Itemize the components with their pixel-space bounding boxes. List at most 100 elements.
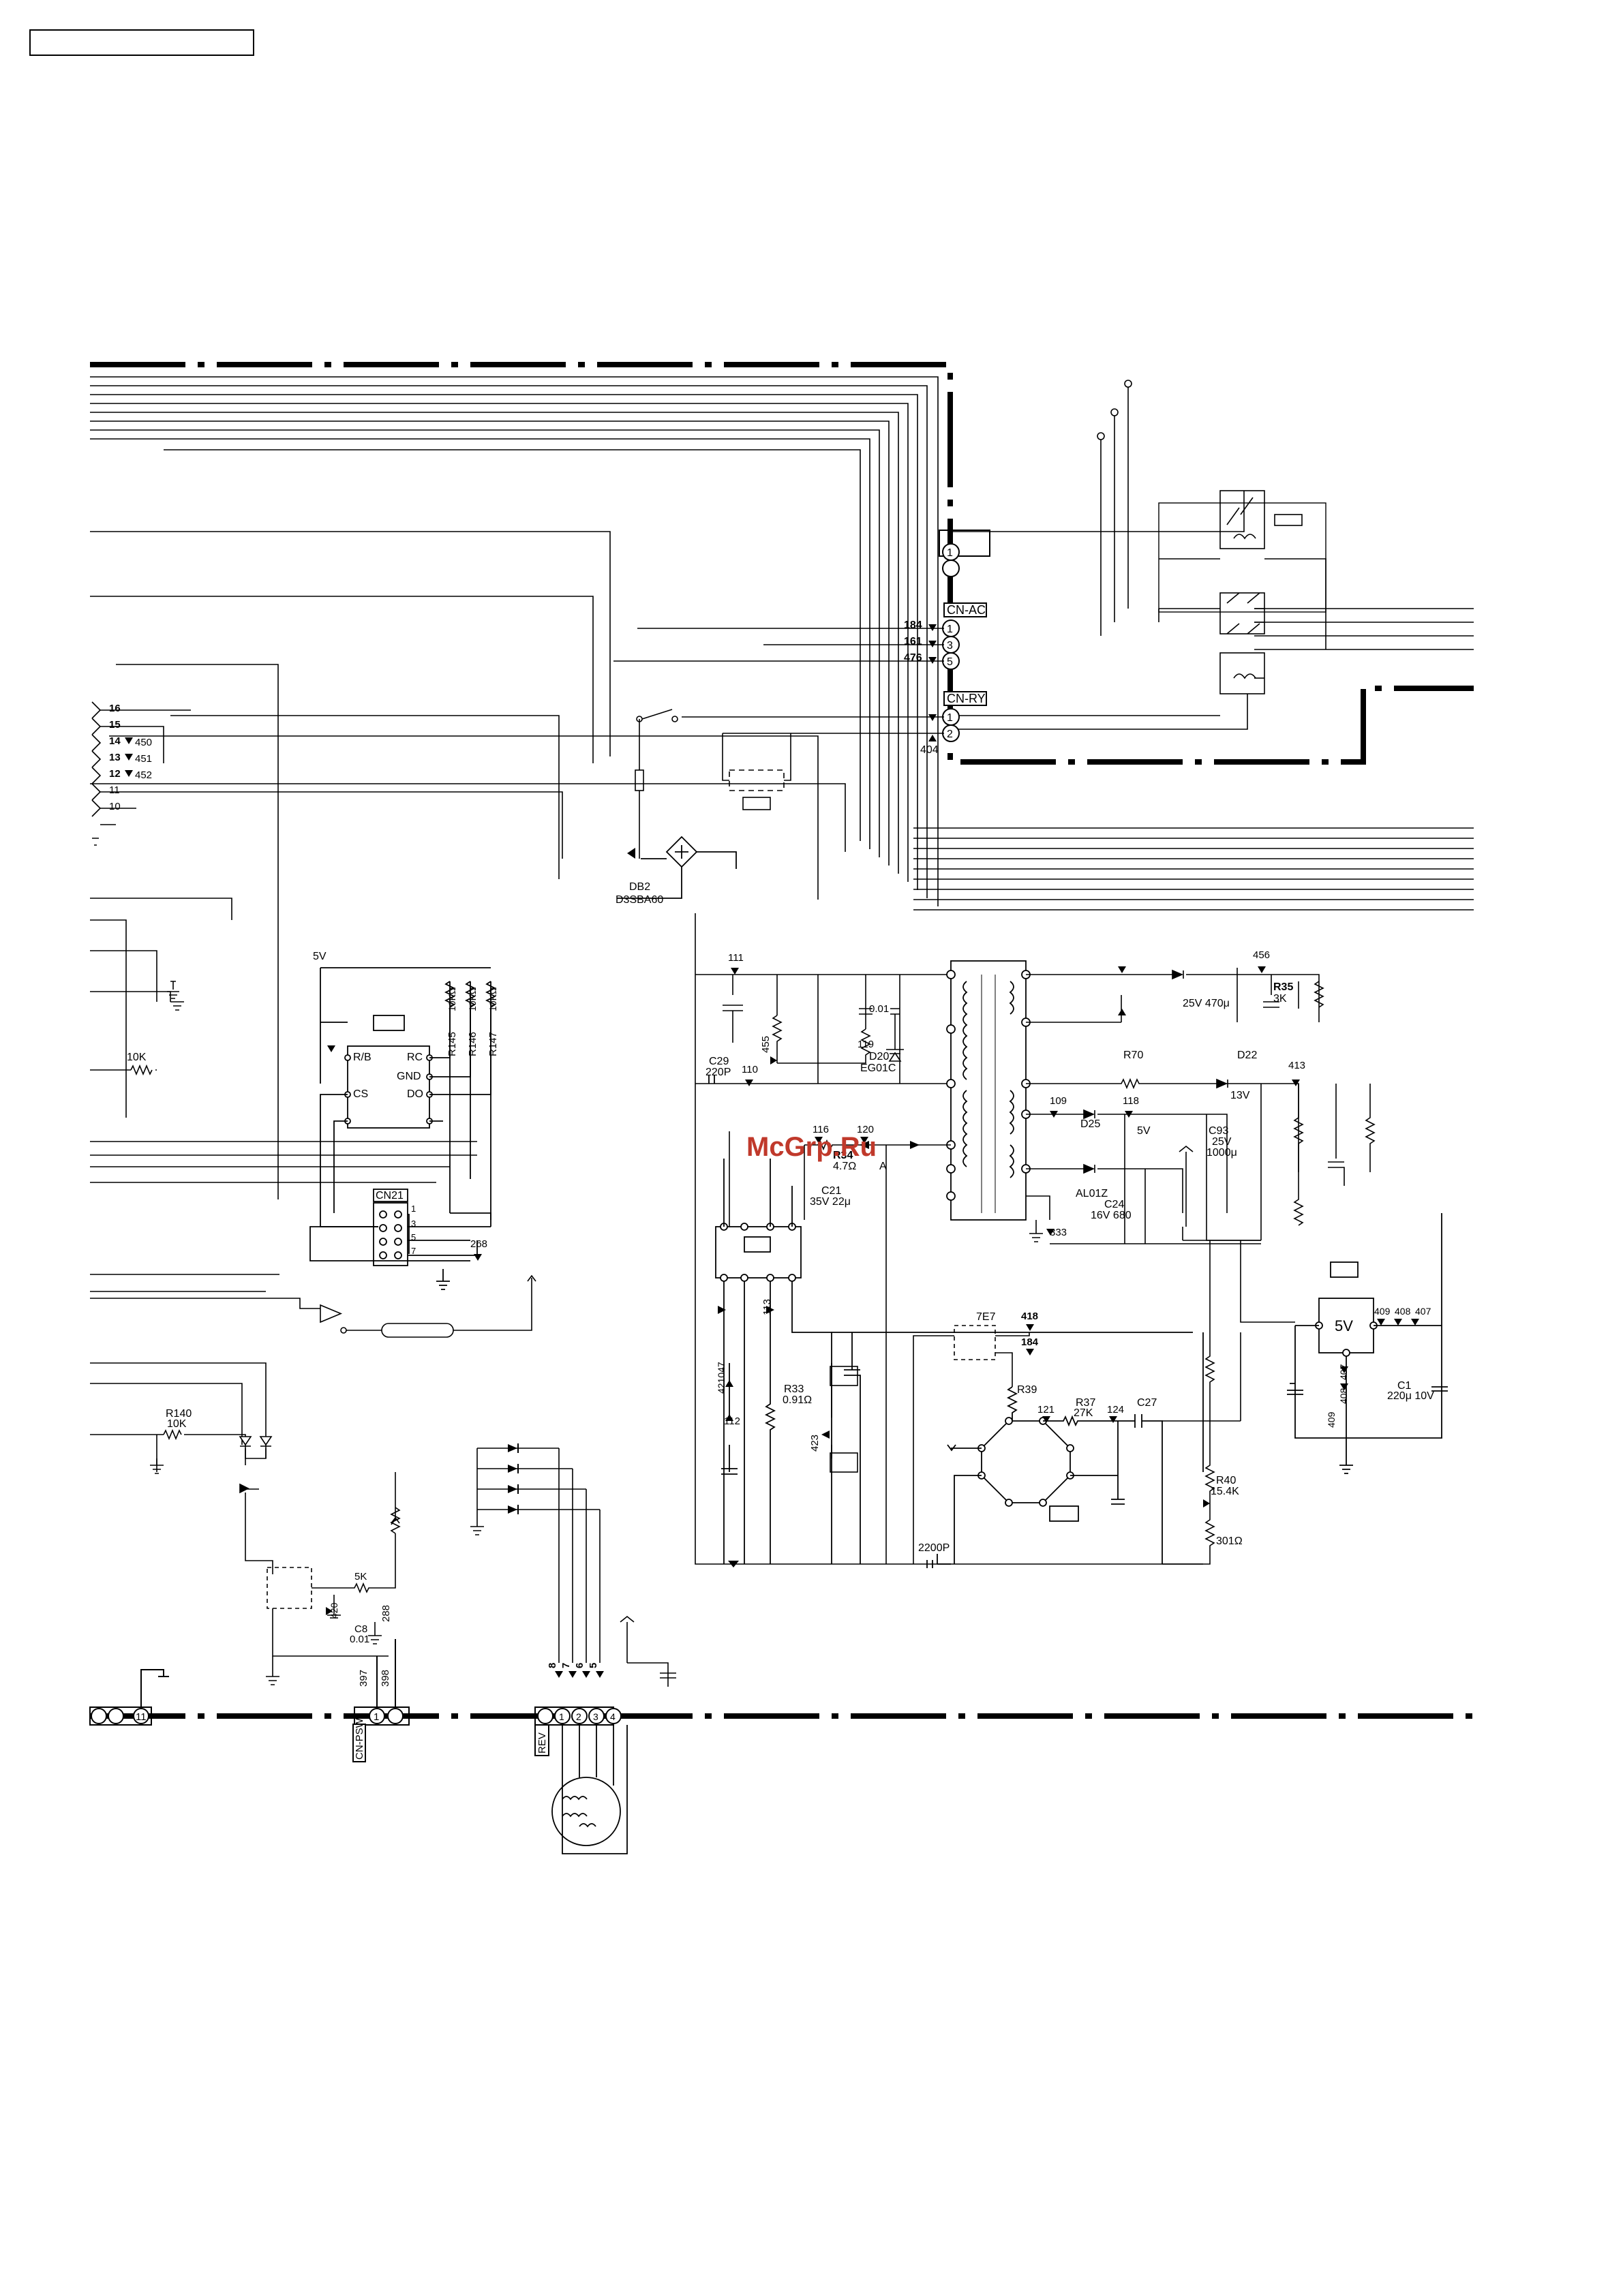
left-signal-lines <box>90 898 477 1465</box>
d20-part: EG01C <box>860 1062 896 1074</box>
left-pin-11: 11 <box>109 784 120 796</box>
r40-value: 15.4K <box>1211 1486 1239 1497</box>
cn-ac-pin-3: 3 <box>947 640 953 652</box>
tp-413: 413 <box>1288 1060 1305 1071</box>
smps-ground-marker <box>728 1561 739 1567</box>
tp-120: 120 <box>857 1124 874 1135</box>
pin-cs: CS <box>353 1088 368 1100</box>
r145-label: R145 <box>446 1032 458 1056</box>
tp-420-marker <box>326 1607 333 1615</box>
tp-7: 7 <box>560 1663 572 1668</box>
tp-112: 112 <box>724 1415 740 1427</box>
c21-value: 35V 22μ <box>810 1196 851 1208</box>
r-10k-left: 10K <box>127 1052 147 1063</box>
c8-value: 0.01 <box>350 1634 369 1645</box>
r-301: 301Ω <box>1216 1535 1243 1547</box>
tp-397: 397 <box>358 1670 369 1687</box>
pin-do: DO <box>407 1088 423 1100</box>
diode-array <box>470 1448 676 1687</box>
left-pin-15: 15 <box>109 719 121 731</box>
left-pin-numbers: 16 15 14 13 12 11 10 <box>109 703 121 812</box>
v5-left: 5V <box>313 951 327 962</box>
c21-label: C21 <box>821 1185 841 1197</box>
cn-ac-connector <box>942 602 987 670</box>
c1-value: 220μ 10V <box>1387 1390 1434 1402</box>
cn-psw-pin: 1 <box>374 1711 379 1723</box>
tp-451: 451 <box>135 753 152 765</box>
ground-symbols-left <box>170 1001 184 1011</box>
v5-regulator <box>1287 1213 1448 1474</box>
tp-420: 420 <box>329 1602 339 1619</box>
pwm-ic <box>715 1159 1193 1564</box>
optocoupler <box>830 1325 1030 1564</box>
feedback-divider <box>1162 1227 1295 1565</box>
cn-psw-label: CN-PSW <box>354 1717 365 1760</box>
tp-333: 333 <box>1050 1227 1067 1238</box>
tp-184-b-marker <box>1026 1349 1034 1356</box>
tp-6: 6 <box>574 1663 586 1668</box>
cn-ac-pin-5: 5 <box>947 656 953 668</box>
secondary-diodes <box>1083 969 1228 1174</box>
tp-408b: 408 <box>1338 1388 1349 1404</box>
tp-110-marker <box>745 1080 753 1086</box>
tp-184-a: 184 <box>904 619 922 631</box>
tp-109: 109 <box>1050 1095 1067 1107</box>
tp-409b: 409 <box>1326 1411 1337 1428</box>
r70-label: R70 <box>1123 1050 1143 1061</box>
smps-secondary-wiring <box>1026 968 1376 1244</box>
v13-label: 13V <box>1230 1090 1250 1101</box>
right-exit-lines <box>913 608 1474 910</box>
rev-pin-4: 4 <box>610 1711 616 1722</box>
tp-455: 455 <box>760 1036 772 1053</box>
left-pin-16: 16 <box>109 703 121 714</box>
tp-476: 476 <box>904 652 922 664</box>
tp-421047: 421047 <box>716 1362 727 1394</box>
tp-455-marker <box>770 1056 777 1065</box>
r145-value: 10KΩ <box>446 988 457 1011</box>
rev-motor <box>551 1725 628 1854</box>
bus-lines <box>90 362 1474 1719</box>
r146-value: 10KΩ <box>467 988 478 1011</box>
cn-ry-pin-2: 2 <box>947 729 953 740</box>
rev-pin-1: 1 <box>559 1711 564 1722</box>
relay-block <box>951 380 1326 730</box>
buffer-and-thermal-fuse <box>90 1274 536 1338</box>
ic-7e7: 7E7 <box>976 1311 996 1323</box>
tp-119: 119 <box>858 1039 874 1050</box>
eeprom-rb-testpoint <box>327 1045 335 1052</box>
pin-rc: RC <box>407 1052 423 1063</box>
bottom-left-connector <box>89 1669 169 1726</box>
cn-ry-label: CN-RY <box>947 692 986 705</box>
left-pin-testpoints <box>125 737 133 777</box>
tp-121-marker <box>1042 1416 1050 1423</box>
tp-423: 423 <box>809 1435 821 1452</box>
tp-450: 450 <box>135 737 152 748</box>
c8-label: C8 <box>354 1623 367 1635</box>
rev-pin-3: 3 <box>593 1711 598 1722</box>
c27-label: C27 <box>1137 1397 1157 1409</box>
v5-reg-testpoints <box>1340 1319 1419 1390</box>
c24-value: 16V 680 <box>1091 1210 1132 1221</box>
rev-label: REV <box>536 1732 548 1754</box>
tp-409: 409 <box>1374 1306 1391 1317</box>
cn21-pin-5: 5 <box>411 1232 416 1242</box>
r146-label: R146 <box>467 1032 479 1056</box>
v5-node: 5V <box>1137 1125 1151 1137</box>
cn-top-connector <box>939 530 990 577</box>
tp-161: 161 <box>904 636 922 647</box>
r34-markers <box>815 1137 920 1149</box>
tp-418-marker <box>1026 1324 1034 1331</box>
tp-398: 398 <box>380 1670 391 1687</box>
v5-regulator-label: 5V <box>1335 1317 1353 1334</box>
cn-ry-connector <box>942 691 987 742</box>
tp-121: 121 <box>1037 1404 1055 1415</box>
cn21-label: CN21 <box>376 1190 404 1201</box>
tp-184-b: 184 <box>1021 1336 1039 1348</box>
tp-408: 408 <box>1395 1306 1411 1317</box>
tp-407b: 407 <box>1338 1364 1349 1380</box>
val-0-01: 0.01 <box>869 1003 889 1015</box>
r-5k: 5K <box>354 1571 367 1582</box>
tp-113: 113 <box>761 1299 773 1315</box>
secondary-testpoints <box>1050 966 1300 1118</box>
